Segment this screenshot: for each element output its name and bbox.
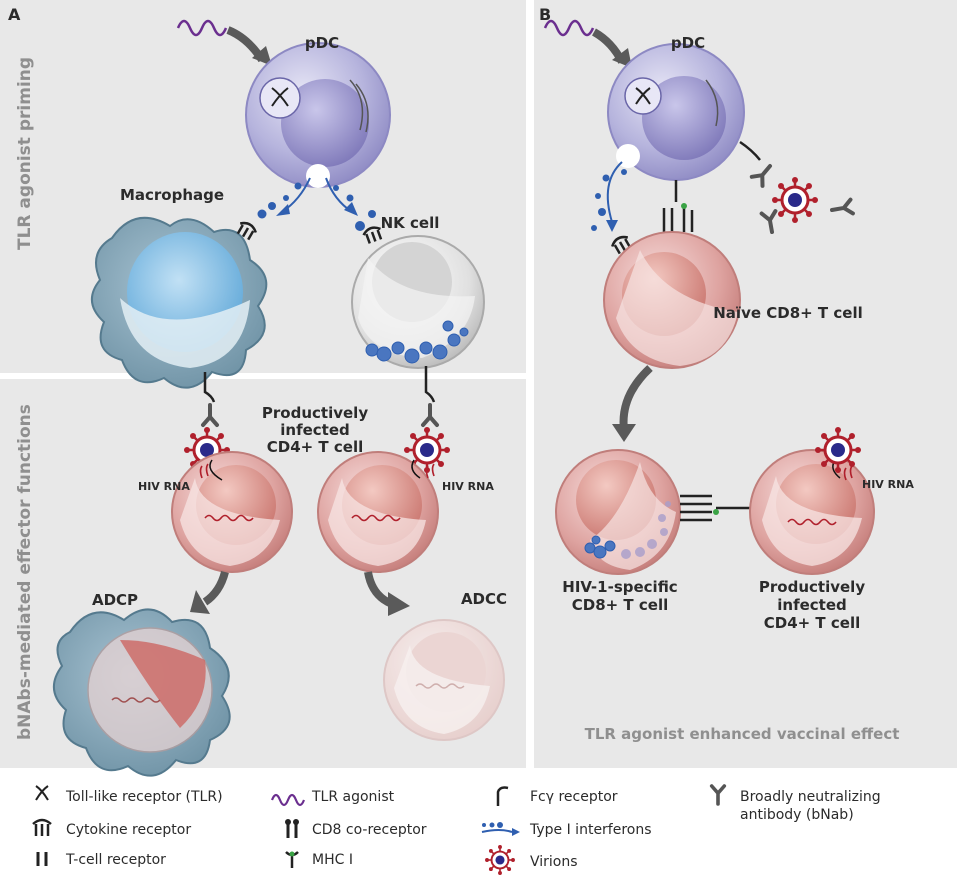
legend-ifn-icon: [481, 822, 520, 836]
specific-label-1: HIV-1-specific: [562, 578, 677, 596]
side-label-effector: bNAbs-mediated effector functions: [15, 404, 35, 740]
hiv-specific-cd8-cell: [555, 449, 681, 575]
pdc-label-b: pDC: [671, 34, 705, 52]
hiv-rna-label-a-left: HIV RNA: [138, 480, 190, 493]
pdc-label-a: pDC: [305, 34, 339, 52]
legend-virion-icon: [484, 844, 516, 876]
naive-cd8-label: Naïve CD8+ T cell: [713, 304, 862, 322]
adcp-label: ADCP: [92, 591, 138, 609]
hiv-rna-label-b: HIV RNA: [862, 478, 914, 491]
arrow-to-specific: [619, 365, 653, 431]
cd4-cell-a-right: [317, 451, 439, 573]
legend-cytokine: Cytokine receptor: [66, 822, 191, 838]
legend-bnab-2: antibody (bNab): [740, 807, 854, 823]
interferon-dots-b: [591, 169, 627, 231]
infected-label-b-2: infected: [777, 596, 847, 614]
legend-tcr-icon: [36, 852, 48, 866]
macrophage-cell: [91, 217, 268, 389]
adcp-macrophage: [53, 608, 231, 777]
legend-fc-icon: [496, 786, 509, 806]
cd4-cell-b: [749, 449, 875, 575]
adcc-label: ADCC: [461, 590, 507, 608]
ifn-arrow-b: [606, 161, 623, 223]
legend-agonist: TLR agonist: [311, 789, 395, 805]
legend-bnab-1: Broadly neutralizing: [740, 789, 881, 805]
naive-cd8-cell: [603, 231, 741, 369]
hiv-rna-label-a-right: HIV RNA: [442, 480, 494, 493]
adcc-cell: [383, 619, 505, 741]
tcr-mhc-synapse: [680, 494, 752, 522]
pdc-cell-b: [607, 43, 745, 181]
infected-label-a-2: infected: [280, 421, 350, 439]
legend-fc: Fcγ receptor: [530, 789, 618, 805]
legend-agonist-icon: [270, 793, 306, 807]
infected-label-b-3: CD4+ T cell: [764, 614, 861, 632]
legend-tlr: Toll-like receptor (TLR): [65, 789, 223, 805]
legend-tcr: T-cell receptor: [65, 852, 166, 868]
side-label-priming: TLR agonist priming: [15, 57, 35, 250]
legend-ifn: Type I interferons: [529, 822, 652, 838]
legend-bnab-icon: [709, 784, 727, 806]
nk-label: NK cell: [381, 214, 440, 232]
legend-virions: Virions: [530, 854, 578, 870]
macrophage-label: Macrophage: [120, 186, 224, 204]
tlr-agonist-icon-b: [543, 19, 595, 37]
bnab-virion-complex-b: [739, 140, 855, 236]
arrow-to-adcp: [202, 570, 229, 606]
infected-label-b-1: Productively: [759, 578, 865, 596]
legend-cd8: CD8 co-receptor: [312, 822, 427, 838]
panel-b-caption: TLR agonist enhanced vaccinal effect: [585, 725, 900, 743]
cd4-cell-a-left: [171, 451, 293, 573]
nk-cell: [351, 223, 485, 369]
specific-label-2: CD8+ T cell: [572, 596, 669, 614]
legend-mhc: MHC I: [312, 852, 353, 868]
fc-bnab-links: [203, 366, 436, 403]
legend: Toll-like receptor (TLR) Cytokine recept…: [32, 784, 881, 876]
pdc-cell-a: [245, 42, 391, 188]
infected-label-a-1: Productively: [262, 404, 368, 422]
legend-cytokine-icon: [32, 818, 52, 836]
legend-tlr-icon: [35, 785, 49, 801]
tlr-agonist-icon: [176, 19, 228, 37]
panel-a-letter: A: [8, 5, 21, 24]
interferon-dots-a: [257, 182, 376, 231]
panel-b-letter: B: [539, 5, 551, 24]
panel-b-bg: [534, 0, 957, 768]
infected-label-a-3: CD4+ T cell: [267, 438, 364, 456]
virion-b: [813, 425, 863, 475]
mhc-tcr-pdc-naive: [662, 180, 694, 232]
tlr-icon: [271, 87, 289, 107]
